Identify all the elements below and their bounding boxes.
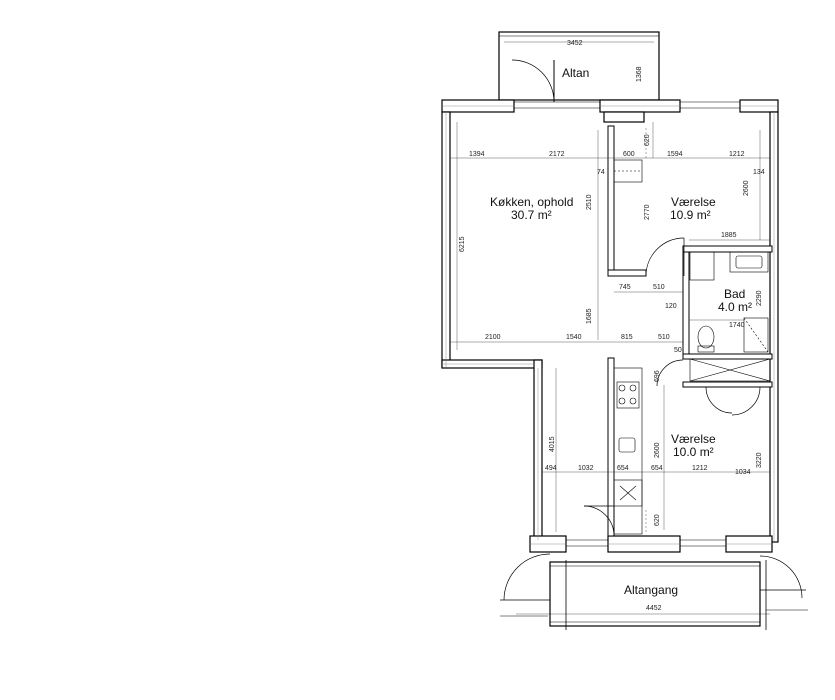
dim-494: 494: [545, 465, 557, 472]
dim-1212-top: 1212: [729, 151, 745, 158]
dim-altangang-width: 4452: [646, 605, 662, 612]
balcony-altangang: [500, 553, 808, 630]
dim-620-bottom: 620: [654, 514, 661, 526]
wardrobes: [613, 159, 771, 382]
dim-altan-height: 1368: [636, 66, 643, 82]
dim-1034: 1034: [735, 469, 751, 476]
dim-74: 74: [597, 169, 605, 176]
dim-745: 745: [619, 284, 631, 291]
dim-654-right: 654: [651, 465, 663, 472]
dim-696: 696: [654, 370, 661, 382]
dim-620-top: 620: [644, 134, 651, 146]
dim-134: 134: [753, 169, 765, 176]
dimension-lines: [450, 41, 770, 615]
kitchen-cabinets: [613, 367, 643, 535]
dim-600: 600: [623, 151, 635, 158]
dim-altan-width: 3452: [567, 40, 583, 47]
dim-510-upper: 510: [653, 284, 665, 291]
room-area-bedroom-1: 10.9 m²: [670, 208, 711, 222]
room-area-bathroom: 4.0 m²: [718, 300, 753, 314]
dim-1394: 1394: [469, 151, 485, 158]
room-label-bathroom: Bad: [724, 287, 746, 301]
dim-654-left: 654: [617, 465, 629, 472]
dim-2100: 2100: [485, 334, 501, 341]
room-label-altangang: Altangang: [624, 583, 679, 597]
dim-1540: 1540: [566, 334, 582, 341]
dim-510-lower: 510: [658, 334, 670, 341]
room-label-bedroom-2: Værelse: [671, 432, 716, 446]
window-glazing: [514, 101, 740, 547]
bathroom-fixtures: [689, 251, 769, 353]
dim-2600-upper: 2600: [743, 180, 750, 196]
room-area-bedroom-2: 10.0 m²: [673, 445, 714, 459]
room-label-altan: Altan: [562, 66, 590, 80]
dim-6215: 6215: [459, 236, 466, 252]
dim-1885: 1885: [721, 232, 737, 239]
exterior-wall-fill: [442, 105, 778, 545]
dim-2172: 2172: [549, 151, 565, 158]
dim-3220: 3220: [756, 452, 763, 468]
dim-2770: 2770: [644, 204, 651, 220]
dim-1212-bottom: 1212: [692, 465, 708, 472]
dim-1594: 1594: [667, 151, 683, 158]
room-area-kitchen: 30.7 m²: [511, 208, 552, 222]
room-label-kitchen: Køkken, ophold: [490, 195, 574, 209]
dim-50: 50: [674, 347, 682, 354]
dim-2510: 2510: [586, 194, 593, 210]
doors: [583, 237, 761, 537]
balcony-altan: [498, 31, 660, 103]
dim-815: 815: [621, 334, 633, 341]
dim-2600-lower: 2600: [654, 442, 661, 458]
interior-walls: [607, 125, 773, 537]
dim-1685: 1685: [586, 308, 593, 324]
dim-4015: 4015: [549, 436, 556, 452]
room-label-bedroom-1: Værelse: [671, 195, 716, 209]
dim-1032: 1032: [578, 465, 594, 472]
dim-2290: 2290: [756, 290, 763, 306]
dim-1740: 1740: [729, 322, 745, 329]
dim-120: 120: [665, 303, 677, 310]
